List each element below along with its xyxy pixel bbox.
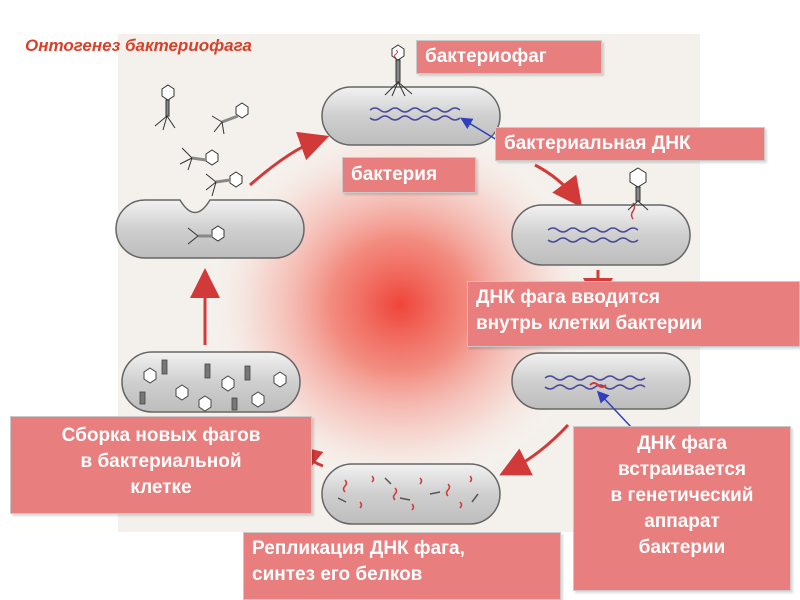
label-bacteriophage: бактериофаг [416,40,602,74]
label-replication-line2: синтез его белков [252,562,560,588]
label-integration-line1: ДНК фага [574,431,790,457]
label-replication: Репликация ДНК фага, синтез его белков [243,532,561,600]
bacterium-assembly [122,352,300,412]
label-assembly-line1: Сборка новых фагов [11,423,311,449]
label-assembly-line3: клетке [11,475,311,501]
label-bacterium: бактерия [342,157,476,193]
label-assembly-line2: в бактериальной [11,449,311,475]
label-injection-line1: ДНК фага вводится [476,285,799,311]
label-bacterial-dna: бактериальная ДНК [495,127,765,161]
label-assembly: Сборка новых фагов в бактериальной клетк… [10,416,312,514]
label-integration-line2: встраивается [574,457,790,483]
label-injection: ДНК фага вводится внутрь клетки бактерии [467,281,800,347]
label-integration: ДНК фага встраивается в генетический апп… [573,426,791,591]
label-integration-line3: в генетический [574,483,790,509]
label-bacterium-text: бактерия [351,164,437,185]
bacterium-replication [322,464,500,524]
bacterium-lysis [116,200,304,258]
diagram-title: Онтогенез бактериофага [25,36,252,56]
label-replication-line1: Репликация ДНК фага, [252,536,560,562]
label-bacterial-dna-text: бактериальная ДНК [504,133,691,154]
label-integration-line5: бактерии [574,535,790,561]
label-bacteriophage-text: бактериофаг [425,46,547,67]
label-integration-line4: аппарат [574,509,790,535]
bacterium-injection [512,203,690,265]
bacterium-integration [512,353,690,409]
bacterium-top [322,87,500,145]
label-injection-line2: внутрь клетки бактерии [476,311,799,337]
